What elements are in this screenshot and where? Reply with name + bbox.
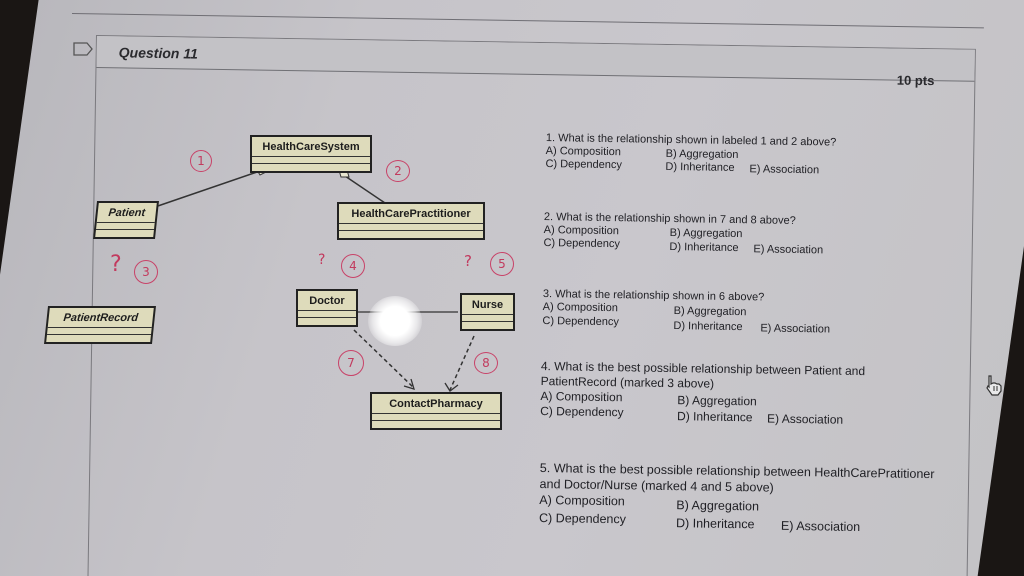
question-1: 1. What is the relationship shown in lab… [545, 132, 837, 177]
question-4: 4. What is the best possible relationshi… [540, 359, 866, 427]
annotation-question-mark: ? [318, 252, 326, 268]
uml-class-patient-record: PatientRecord [44, 306, 156, 344]
option-d[interactable]: D) Inheritance [665, 160, 735, 174]
uml-class-health-care-practitioner: HealthCarePractitioner [337, 202, 485, 240]
option-c[interactable]: C) Dependency [538, 510, 627, 527]
option-c[interactable]: C) Dependency [540, 403, 624, 420]
question-3: 3. What is the relationship shown in 6 a… [542, 288, 831, 336]
option-a[interactable]: A) Composition [545, 144, 621, 159]
divider [71, 13, 984, 29]
uml-class-health-care-system: HealthCareSystem [250, 135, 372, 173]
option-e[interactable]: E) Association [753, 243, 824, 257]
option-e[interactable]: E) Association [766, 411, 844, 427]
option-a[interactable]: A) Composition [540, 388, 623, 405]
option-d[interactable]: D) Inheritance [675, 516, 755, 532]
option-b[interactable]: B) Aggregation [676, 498, 760, 514]
option-b[interactable]: B) Aggregation [669, 226, 743, 241]
uml-class-patient: Patient [93, 201, 159, 239]
option-d[interactable]: D) Inheritance [673, 320, 743, 334]
option-b[interactable]: B) Aggregation [677, 393, 757, 409]
uml-class-doctor: Doctor [296, 289, 358, 327]
question-5: 5. What is the best possible relationshi… [538, 460, 935, 535]
question-2: 2. What is the relationship shown in 7 a… [543, 211, 824, 257]
annotation-4: 4 [341, 254, 365, 278]
annotation-5: 5 [490, 252, 514, 276]
annotation-2: 2 [386, 160, 410, 182]
camera-glare [368, 296, 422, 346]
question-title: Question 11 [118, 44, 198, 62]
annotation-8: 8 [474, 352, 498, 374]
option-d[interactable]: D) Inheritance [669, 240, 739, 255]
question-points: 10 pts [896, 72, 935, 89]
option-d[interactable]: D) Inheritance [677, 409, 753, 425]
flag-question-icon[interactable] [72, 42, 94, 56]
uml-class-contact-pharmacy: ContactPharmacy [370, 392, 502, 430]
option-c[interactable]: C) Dependency [543, 236, 621, 251]
option-e[interactable]: E) Association [780, 518, 861, 535]
option-b[interactable]: B) Aggregation [665, 147, 739, 162]
annotation-1: 1 [190, 150, 212, 172]
annotation-question-mark: ? [110, 252, 122, 277]
question-header: Question 11 10 pts [96, 36, 975, 88]
uml-class-nurse: Nurse [460, 293, 515, 331]
option-a[interactable]: A) Composition [539, 492, 625, 509]
option-c[interactable]: C) Dependency [542, 314, 620, 329]
option-a[interactable]: A) Composition [543, 223, 619, 238]
option-b[interactable]: B) Aggregation [673, 305, 747, 319]
annotation-7: 7 [338, 350, 364, 376]
option-c[interactable]: C) Dependency [545, 157, 623, 172]
annotation-question-mark: ? [464, 252, 472, 270]
hand-pointer-cursor-icon [986, 375, 1002, 396]
option-e[interactable]: E) Association [749, 163, 820, 177]
option-e[interactable]: E) Association [760, 322, 831, 336]
annotation-3: 3 [134, 260, 158, 284]
option-a[interactable]: A) Composition [542, 300, 618, 315]
